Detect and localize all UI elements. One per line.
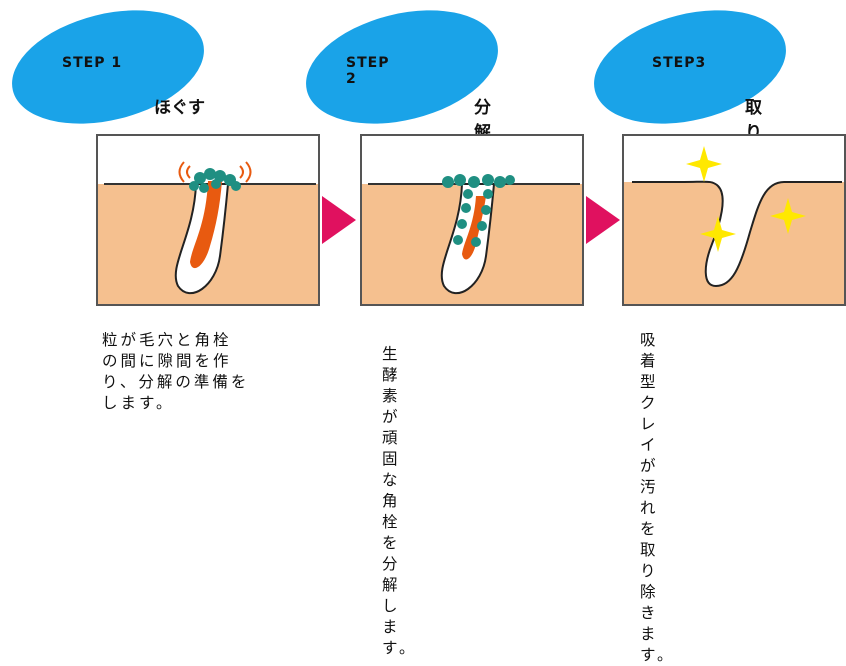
step-2-illustration xyxy=(360,134,584,306)
step-3: STEP3 取り去る 吸着型クレイが 汚れを取り除き ます。 xyxy=(0,0,280,422)
arrow-right-2 xyxy=(586,196,620,244)
arrow-right-1 xyxy=(322,196,356,244)
step-3-illustration xyxy=(622,134,846,306)
step-2-description: 生酵素が頑固な 角栓を分解しま す。 xyxy=(382,344,417,659)
step-3-label: STEP3 xyxy=(652,55,706,71)
step-3-badge xyxy=(582,0,798,142)
step-2-label: STEP 2 xyxy=(346,55,389,87)
step-3-description: 吸着型クレイが 汚れを取り除き ます。 xyxy=(640,330,675,666)
